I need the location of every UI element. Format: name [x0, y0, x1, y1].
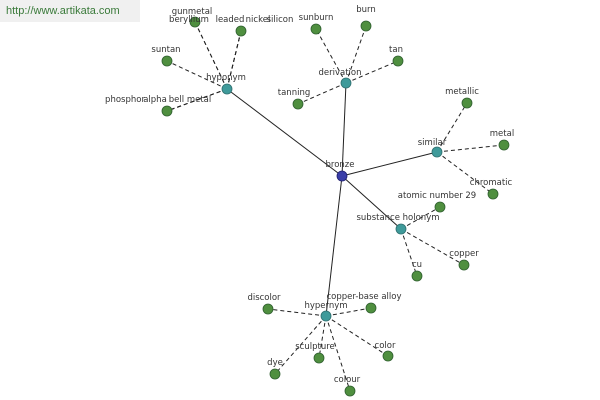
leaf-label-colour: colour	[334, 375, 361, 385]
category-label-substance-holonym: substance holonym	[356, 213, 439, 223]
edge-bronze-similar	[341, 151, 438, 177]
edge-hyponym-bell-metal	[166, 88, 228, 112]
leaf-label-nickel-bronze: nickel	[246, 15, 271, 25]
leaf-label-leaded-bronze: leaded	[216, 15, 245, 25]
leaf-node-metallic[interactable]	[461, 97, 473, 109]
leaf-node-dye[interactable]	[269, 368, 281, 380]
edge-similar-metal	[436, 144, 505, 153]
leaf-label-metallic: metallic	[445, 87, 479, 97]
edge-bronze-substance-holonym	[341, 175, 402, 230]
edge-similar-chromatic	[436, 151, 494, 195]
leaf-node-atomic-number-29[interactable]	[434, 201, 446, 213]
leaf-node-sunburn[interactable]	[310, 23, 322, 35]
edge-hypernym-copper-base-alloy	[325, 307, 372, 317]
edge-hyponym-beryllium-bronze	[194, 21, 228, 90]
category-label-similar: similar	[418, 138, 447, 148]
site-url-banner[interactable]: http://www.artikata.com	[0, 0, 140, 22]
edge-substance-holonym-copper	[400, 228, 465, 266]
leaf-node-suntan[interactable]	[161, 55, 173, 67]
leaf-label-discolor: discolor	[247, 293, 281, 303]
category-node-substance-holonym[interactable]	[395, 223, 407, 235]
leaf-node-copper-base-alloy[interactable]	[365, 302, 377, 314]
edge-hyponym-silicon-bronze	[226, 30, 242, 90]
leaf-node-tan[interactable]	[392, 55, 404, 67]
category-node-hypernym[interactable]	[320, 310, 332, 322]
category-node-similar[interactable]	[431, 146, 443, 158]
edge-hypernym-discolor	[267, 308, 327, 317]
leaf-label-sculpture: sculpture	[295, 342, 335, 352]
edge-derivation-tan	[345, 60, 399, 84]
leaf-label-silicon-bronze: silicon	[267, 15, 294, 25]
graph-edges	[166, 21, 505, 392]
leaf-node-gunmetal[interactable]	[189, 16, 201, 28]
leaf-node-phosphor[interactable]	[161, 105, 173, 117]
leaf-label-gunmetal: gunmetal	[172, 7, 213, 17]
leaf-node-metal[interactable]	[498, 139, 510, 151]
leaf-label-burn: burn	[356, 5, 376, 15]
category-node-derivation[interactable]	[340, 77, 352, 89]
leaf-label-sunburn: sunburn	[299, 13, 334, 23]
leaf-node-sculpture[interactable]	[313, 352, 325, 364]
leaf-label-dye: dye	[267, 358, 283, 368]
category-label-derivation: derivation	[318, 68, 361, 78]
edge-bronze-derivation	[341, 82, 347, 177]
edge-bronze-hypernym	[325, 175, 343, 317]
leaf-node-discolor[interactable]	[262, 303, 274, 315]
category-label-hyponym: hyponym	[206, 73, 246, 83]
leaf-label-metal: metal	[490, 129, 514, 139]
center-node-bronze[interactable]	[336, 170, 348, 182]
edge-derivation-burn	[345, 25, 367, 84]
category-label-hypernym: hypernym	[304, 301, 347, 311]
leaf-label-bell-metal: bell metal	[169, 95, 211, 105]
graph-labels: bronze hyponym derivation similar substance …	[105, 5, 514, 385]
leaf-label-atomic-number-29: atomic number 29	[398, 191, 476, 201]
leaf-node-chromatic[interactable]	[487, 188, 499, 200]
leaf-label-cu: cu	[412, 260, 422, 270]
edge-substance-holonym-cu	[400, 228, 418, 277]
center-label-bronze: bronze	[326, 160, 355, 170]
edge-hypernym-colour	[325, 315, 351, 392]
leaf-label-beryllium-bronze: beryllium	[169, 15, 209, 25]
leaf-label-copper-base-alloy: copper-base alloy	[326, 292, 401, 302]
edge-substance-holonym-atomic-number-29	[400, 206, 441, 230]
edge-derivation-sunburn	[315, 28, 347, 84]
leaf-label-copper: copper	[449, 249, 479, 259]
edge-hypernym-sculpture	[318, 315, 327, 359]
leaf-label-chromatic: chromatic	[470, 178, 513, 188]
leaf-node-color[interactable]	[382, 350, 394, 362]
leaf-label-alpha: alpha	[143, 95, 167, 105]
leaf-label-phosphor: phosphor	[105, 95, 145, 105]
leaf-node-leaded-bronze[interactable]	[235, 25, 247, 37]
edge-similar-metallic	[436, 102, 468, 153]
edge-bronze-hyponym	[226, 88, 343, 177]
leaf-node-copper[interactable]	[458, 259, 470, 271]
leaf-node-burn[interactable]	[360, 20, 372, 32]
edge-hypernym-color	[325, 315, 389, 357]
edge-hypernym-dye	[274, 315, 327, 375]
edge-derivation-tanning	[297, 82, 347, 105]
leaf-node-colour[interactable]	[344, 385, 356, 397]
leaf-node-cu[interactable]	[411, 270, 423, 282]
leaf-label-tanning: tanning	[278, 88, 310, 98]
leaf-label-suntan: suntan	[151, 45, 180, 55]
leaf-node-tanning[interactable]	[292, 98, 304, 110]
graph-nodes	[161, 16, 510, 397]
category-node-hyponym[interactable]	[221, 83, 233, 95]
leaf-label-tan: tan	[389, 45, 403, 55]
leaf-label-color: color	[375, 341, 396, 351]
